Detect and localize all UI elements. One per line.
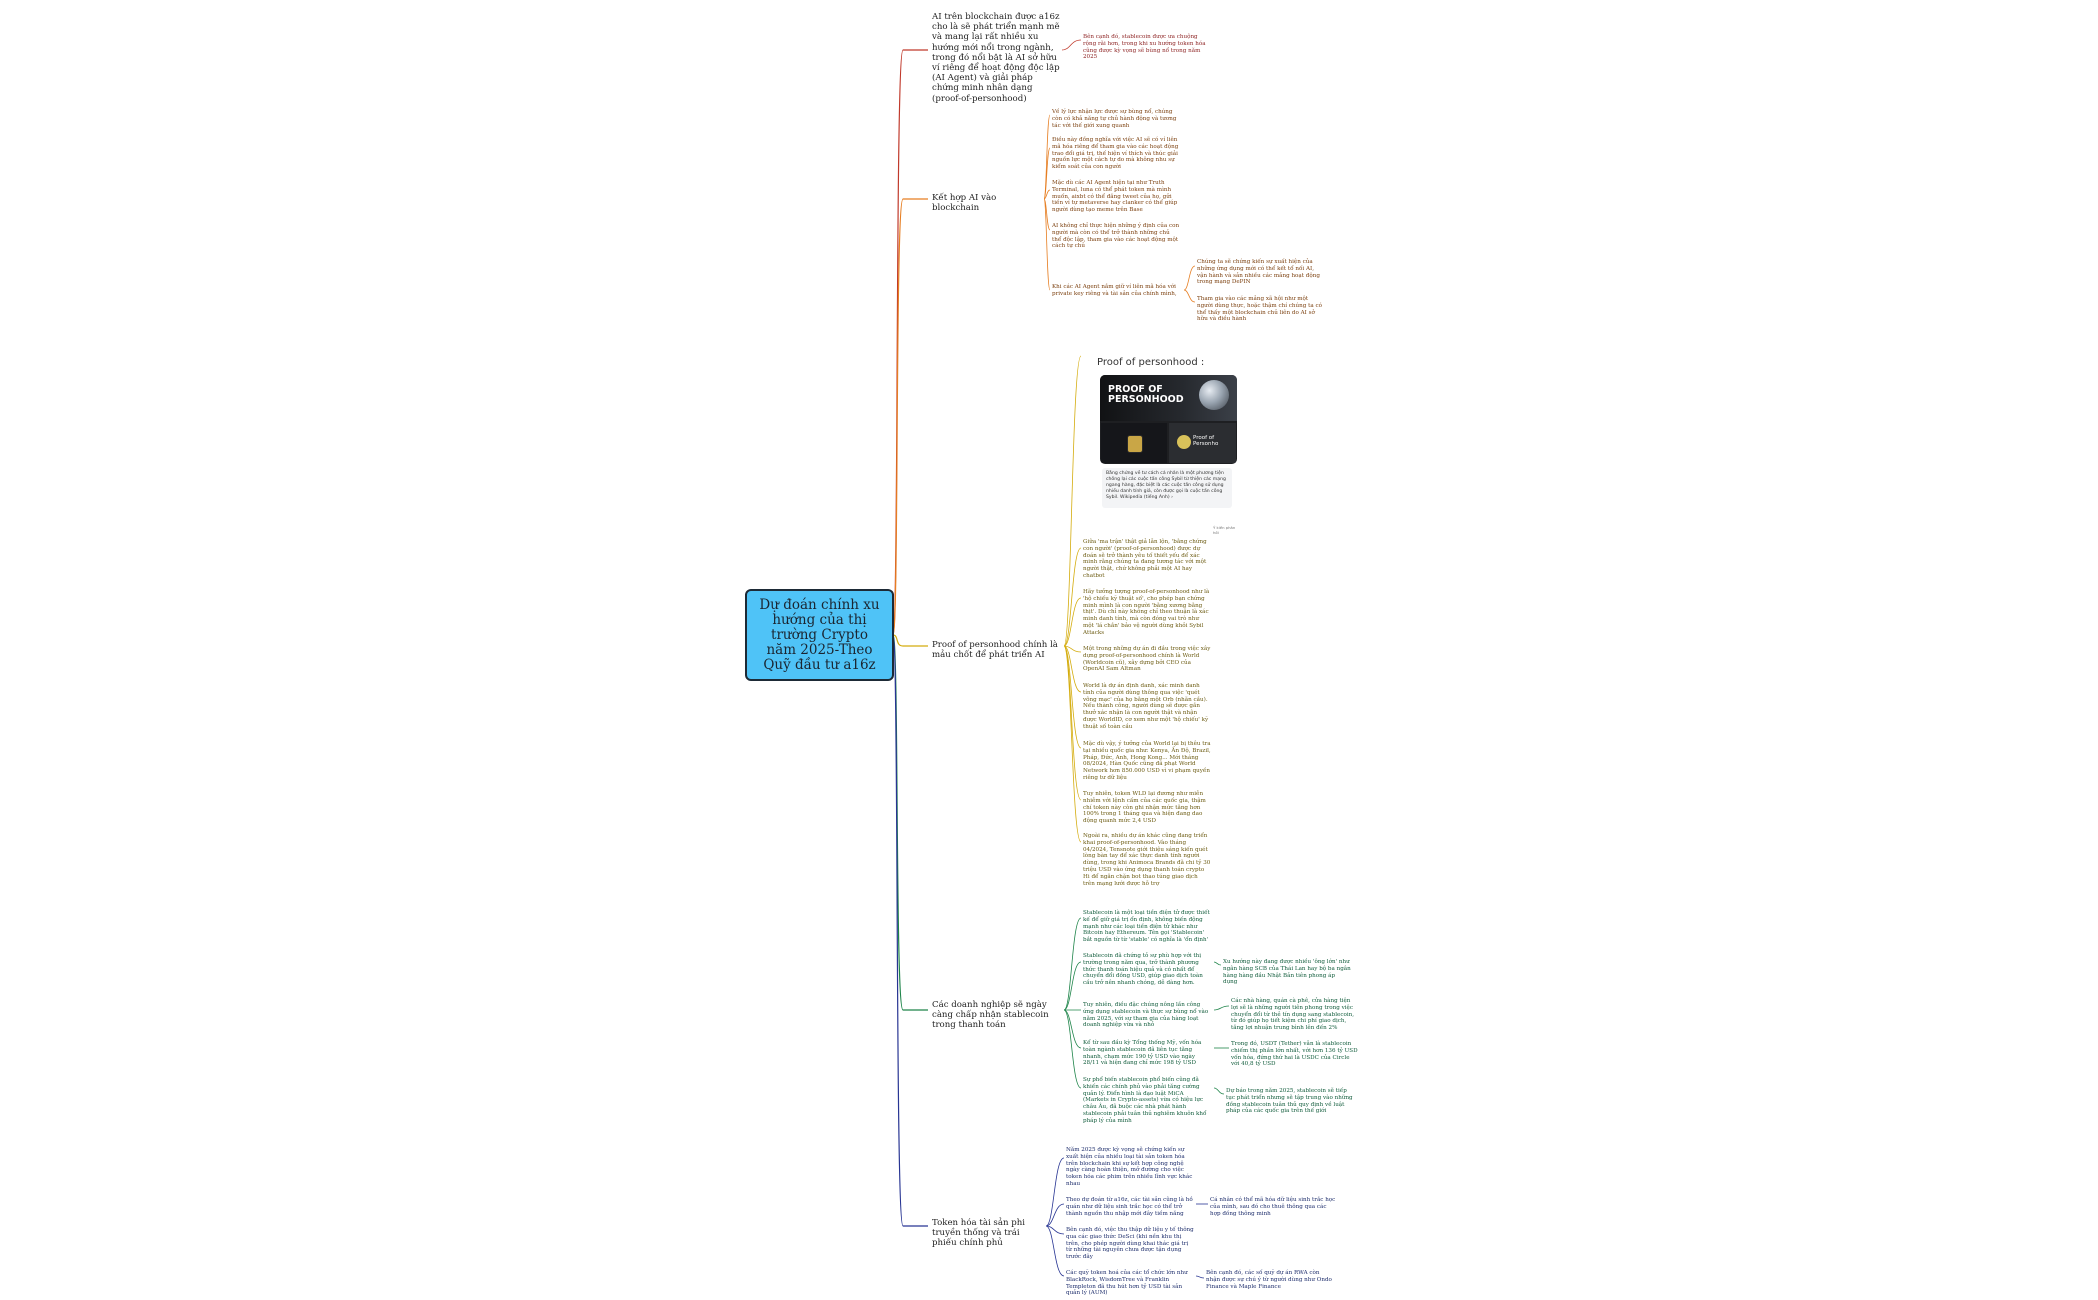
leaf-stablecoin-definition[interactable]: Stablecoin là một loại tiền điện tử được… bbox=[1083, 910, 1210, 944]
card-description: Bằng chứng về tư cách cá nhân là một phư… bbox=[1102, 468, 1232, 508]
leaf-stablecoin-tokenization[interactable]: Bên cạnh đó, stablecoin được ưa chuộng r… bbox=[1083, 34, 1206, 61]
leaf-connector-1-3 bbox=[1043, 198, 1051, 231]
leaf-connector-4-4 bbox=[1063, 1009, 1082, 1089]
leaf-ai-private-key[interactable]: Khi các AI Agent nắm giữ ví liên mã hóa … bbox=[1052, 284, 1177, 297]
leaf-connector-1-0 bbox=[1043, 114, 1051, 200]
leaf-pop-other-projects[interactable]: Ngoài ra, nhiều dự án khác cũng đang tri… bbox=[1083, 833, 1211, 887]
branch-connector-3 bbox=[892, 634, 928, 647]
leaf-connector-9-2 bbox=[1045, 1225, 1065, 1235]
leaf-connector-9-3 bbox=[1045, 1225, 1065, 1277]
leaf-token-2025-outlook[interactable]: Năm 2025 được kỳ vọng sẽ chứng kiến sự x… bbox=[1066, 1147, 1193, 1187]
leaf-stablecoin-market-fit[interactable]: Stablecoin đã chứng tỏ sự phù hợp với th… bbox=[1083, 953, 1203, 987]
leaf-connector-1-2 bbox=[1043, 189, 1051, 200]
leaf-pop-wld-token[interactable]: Tuy nhiên, token WLD lại đương như miễn … bbox=[1083, 791, 1206, 825]
card-thumbnail-device bbox=[1101, 423, 1167, 463]
leaf-token-desci[interactable]: Bên cạnh đó, việc thu thập dữ liệu y tế … bbox=[1066, 1227, 1194, 1261]
branch-connector-2 bbox=[892, 198, 928, 636]
root-topic-label: Dự đoán chính xu hướng của thị trường Cr… bbox=[759, 596, 880, 673]
leaf-stablecoin-market-cap[interactable]: Kể từ sau đầu kỳ Tổng thống Mỹ, vốn hóa … bbox=[1083, 1040, 1202, 1067]
leaf-connector-3-3 bbox=[1063, 645, 1082, 653]
branch-connector-4 bbox=[892, 634, 928, 1011]
card-title: Proof of personhood : bbox=[1097, 357, 1205, 368]
leaf-connector-9-1 bbox=[1045, 1203, 1065, 1227]
leaf-token-funds-aum[interactable]: Các quỹ token hoá của các tổ chức lớn nh… bbox=[1066, 1270, 1188, 1297]
card-hero-text: PROOF OF PERSONHOOD bbox=[1108, 384, 1184, 405]
leaf-ai-own-wallet[interactable]: Điều này đồng nghĩa với việc AI sẽ có ví… bbox=[1052, 137, 1179, 171]
leaf-connector-2-1 bbox=[1183, 289, 1196, 303]
leaf-connector-2-0 bbox=[1183, 265, 1196, 291]
card-feedback-link[interactable]: Ý kiến phản hồi bbox=[1213, 525, 1236, 535]
leaf-stablecoin-usdt-usdc[interactable]: Trong đó, USDT (Tether) vẫn là stablecoi… bbox=[1231, 1041, 1358, 1068]
leaf-connector-1-1 bbox=[1043, 147, 1051, 200]
leaf-connector-1-4 bbox=[1043, 198, 1051, 291]
branch-topic-stablecoin-payments[interactable]: Các doanh nghiệp sẽ ngày càng chấp nhận … bbox=[932, 1000, 1049, 1031]
root-topic[interactable]: Dự đoán chính xu hướng của thị trường Cr… bbox=[745, 589, 894, 681]
leaf-connector-4-0 bbox=[1063, 917, 1082, 1011]
leaf-token-rwa-projects[interactable]: Bên cạnh đó, các số quỹ dự án RWA còn nh… bbox=[1206, 1270, 1332, 1290]
orb-sphere-icon bbox=[1199, 380, 1229, 410]
leaf-pop-real-human[interactable]: Giữa 'ma trận' thật giả lẫn lộn, 'bằng c… bbox=[1083, 539, 1207, 579]
card-thumbnail-logo: Proof of Personho bbox=[1169, 423, 1236, 463]
branch-topic-proof-of-personhood[interactable]: Proof of personhood chính là mảu chốt để… bbox=[932, 640, 1058, 661]
leaf-connector-4-3 bbox=[1063, 1009, 1082, 1049]
leaf-stablecoin-banks[interactable]: Xu hướng này đang được nhiều 'ông lớn' n… bbox=[1223, 959, 1351, 986]
leaf-ai-owned-blockchain[interactable]: Tham gia vào các mảng xã hội như một ngư… bbox=[1197, 296, 1322, 323]
leaf-token-biometric-rent[interactable]: Cá nhân có thể mã hóa dữ liệu sinh trắc … bbox=[1210, 1197, 1336, 1217]
leaf-pop-digital-passport[interactable]: Hãy tưởng tượng proof-of-personhood như … bbox=[1083, 589, 1210, 636]
leaf-stablecoin-smb-adoption[interactable]: Tuy nhiên, điều đặc chúng nông lần công … bbox=[1083, 1002, 1209, 1029]
leaf-ai-agent-examples[interactable]: Mặc dù các AI Agent hiện tại như Truth T… bbox=[1052, 180, 1178, 214]
leaf-connector-3-1 bbox=[1063, 547, 1082, 647]
proof-of-personhood-card[interactable]: Proof of personhood : PROOF OF PERSONHOO… bbox=[1092, 354, 1237, 535]
leaf-ai-independent-actors[interactable]: AI không chỉ thực hiện những ý định của … bbox=[1052, 223, 1180, 250]
leaf-connector-3-2 bbox=[1063, 597, 1082, 647]
leaf-connector-5-0 bbox=[1213, 961, 1222, 966]
leaf-pop-world-project[interactable]: Một trong những dự án đi đầu trong việc … bbox=[1083, 646, 1211, 673]
coin-icon bbox=[1177, 435, 1191, 449]
leaf-connector-3-6 bbox=[1063, 645, 1082, 801]
card-image: PROOF OF PERSONHOOD Proof of Personho bbox=[1100, 375, 1237, 464]
leaf-ai-autonomy[interactable]: Về lý lực nhận lực được sự bùng nổ, chún… bbox=[1052, 109, 1177, 129]
leaf-connector-4-1 bbox=[1063, 961, 1082, 1011]
device-chip-icon bbox=[1127, 435, 1143, 453]
branch-topic-ai-into-blockchain[interactable]: Kết hợp AI vào blockchain bbox=[932, 193, 997, 214]
branch-connector-5 bbox=[892, 634, 928, 1227]
leaf-ai-depin-apps[interactable]: Chúng ta sẽ chứng kiến sự xuất hiện của … bbox=[1197, 259, 1320, 286]
leaf-connector-0-0 bbox=[1061, 39, 1082, 51]
leaf-pop-world-regulation[interactable]: Mặc dù vậy, ý tưởng của World lại bị thê… bbox=[1083, 741, 1211, 781]
leaf-connector-6-0 bbox=[1213, 1005, 1230, 1011]
leaf-stablecoin-compliance[interactable]: Dự báo trong năm 2025, stablecoin sẽ tiế… bbox=[1226, 1088, 1353, 1115]
leaf-stablecoin-merchants[interactable]: Các nhà hàng, quán cà phê, cửa hàng tiện… bbox=[1231, 998, 1354, 1032]
leaf-connector-3-7 bbox=[1063, 645, 1082, 843]
leaf-connector-11-0 bbox=[1195, 1275, 1205, 1279]
leaf-stablecoin-mica[interactable]: Sự phổ biến stablecoin phổ biến cũng đã … bbox=[1083, 1077, 1207, 1124]
leaf-connector-8-0 bbox=[1213, 1087, 1225, 1095]
leaf-connector-9-0 bbox=[1045, 1157, 1065, 1227]
leaf-connector-3-0 bbox=[1063, 355, 1082, 647]
leaf-pop-world-orb[interactable]: World là dự án định danh, xác minh danh … bbox=[1083, 683, 1209, 730]
card-thumbnail-text: Proof of Personho bbox=[1193, 435, 1219, 447]
branch-topic-tokenization[interactable]: Token hóa tài sản phi truyền thống và tr… bbox=[932, 1218, 1026, 1249]
branch-topic-ai-blockchain-overview[interactable]: AI trên blockchain được a16z cho là sẽ p… bbox=[932, 12, 1060, 104]
leaf-token-biometric[interactable]: Theo dự đoán từ a16z, các tài sản cũng l… bbox=[1066, 1197, 1193, 1217]
